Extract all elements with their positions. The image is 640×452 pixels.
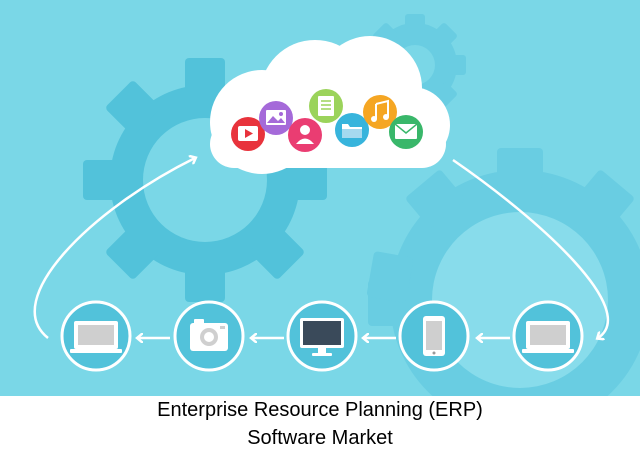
caption-line-2: Software Market [247,427,393,449]
arrow-down-from-cloud [452,158,610,338]
illustration-canvas [33,14,640,396]
laptop-icon [522,321,574,353]
image-icon [259,101,293,135]
email-icon [389,115,423,149]
arrow-up-to-cloud [33,158,195,339]
video-play-icon [231,117,265,151]
folder-icon [335,113,369,147]
device-circle-camera [173,300,245,372]
monitor-icon [300,318,344,356]
caption: Enterprise Resource Planning (ERP) Softw… [0,396,640,452]
device-circle-smartphone [398,300,470,372]
laptop-icon [70,321,122,353]
device-circle-monitor [286,300,358,372]
smartphone-icon [423,316,445,356]
device-circle-laptop-left [60,300,132,372]
music-note-icon [363,95,397,129]
user-profile-icon [288,118,322,152]
device-circle-laptop-right [512,300,584,372]
camera-icon [190,319,228,351]
caption-line-1: Enterprise Resource Planning (ERP) [157,399,483,421]
document-icon [309,89,343,123]
erp-illustration [0,0,640,396]
